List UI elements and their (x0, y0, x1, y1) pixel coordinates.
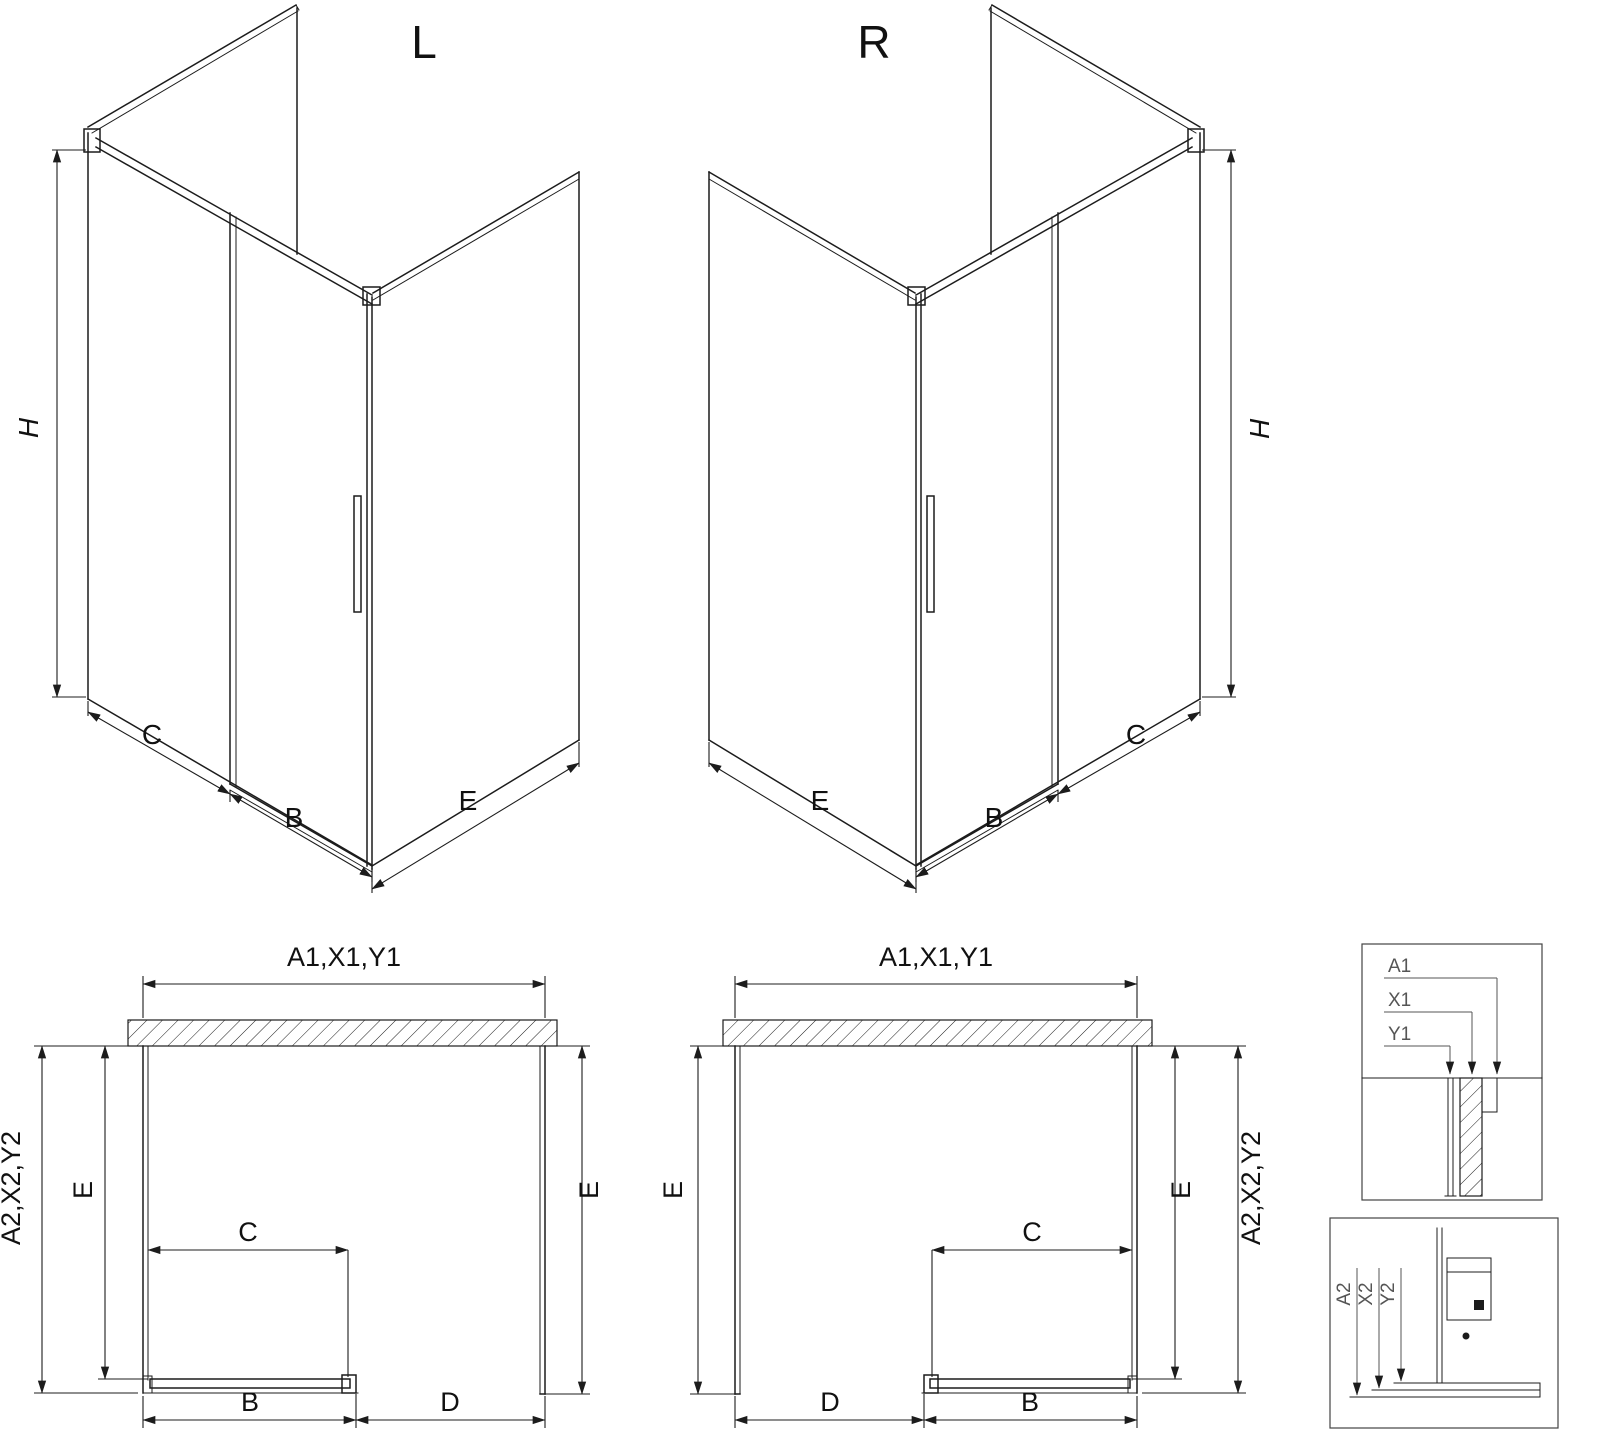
dim-a2-plan-right: A2,X2,Y2 (1142, 1045, 1266, 1394)
wall-hatch (722, 1019, 1153, 1047)
iso-view-right: R (707, 3, 1275, 893)
wall-profile (1127, 1375, 1138, 1394)
dim-label-d-plan-right: D (820, 1387, 840, 1417)
dim-a1-plan-right: A1,X1,Y1 (734, 942, 1138, 1018)
sliding-door-left (228, 212, 374, 873)
detail-top-section (1361, 1077, 1543, 1197)
wall-profile (142, 1375, 153, 1394)
top-rail-right (907, 128, 1205, 306)
detail-label-y1: Y1 (1388, 1024, 1411, 1045)
detail-label-x1: X1 (1388, 990, 1411, 1011)
door-handle (353, 495, 362, 613)
dim-label-e-right: E (811, 785, 830, 816)
dim-e-left-plan-right: E (658, 1045, 735, 1395)
dim-e-right-plan-left: E (545, 1045, 604, 1395)
detail-top-leaders (1384, 977, 1502, 1075)
dim-label-a2-plan-left: A2,X2,Y2 (0, 1131, 26, 1245)
plan-right-door (921, 1374, 1138, 1394)
variant-label-right: R (857, 16, 890, 68)
dim-b-d-plan-right: D B (734, 1387, 1138, 1428)
detail-view-bottom: A2 X2 Y2 (1329, 1217, 1559, 1429)
dim-label-e-left-plan-right: E (658, 1181, 688, 1199)
detail-frame (1361, 943, 1543, 1201)
dim-label-a1-plan-right: A1,X1,Y1 (879, 942, 993, 972)
dim-h-iso-right: H (1202, 149, 1275, 698)
side-panel-right-view (707, 170, 918, 868)
dim-e-iso-right: E (708, 742, 917, 893)
plan-left-door (142, 1374, 359, 1394)
detail-frame (1329, 1217, 1559, 1429)
dim-label-e-left-plan-left: E (68, 1181, 98, 1199)
dim-e-iso-left: E (371, 742, 580, 893)
dim-label-e-right-plan-right: E (1166, 1181, 1196, 1199)
dim-label-e-right-plan-left: E (574, 1181, 604, 1199)
plan-view-right: A1,X1,Y1 A2,X2,Y2 E E C (658, 942, 1266, 1428)
dim-e-right-plan-right: E (1132, 1045, 1196, 1380)
dim-a2-plan-left: A2,X2,Y2 (0, 1045, 138, 1394)
pivot-dot (1462, 1332, 1470, 1340)
wall-hatch (127, 1019, 558, 1047)
detail-view-top: A1 X1 Y1 (1361, 943, 1543, 1201)
dim-e-left-plan-left: E (68, 1045, 148, 1380)
dim-label-a2-plan-right: A2,X2,Y2 (1236, 1131, 1266, 1245)
variant-label-left: L (411, 16, 437, 68)
dim-b-d-plan-left: B D (142, 1387, 546, 1428)
plan-right-walls (734, 1045, 1138, 1395)
side-panel-left-view (370, 170, 581, 868)
door-handle-plan (923, 1374, 939, 1394)
dim-label-b-plan-left: B (241, 1387, 259, 1417)
dim-c-b-iso-right: C B (915, 701, 1201, 882)
back-panel-right (988, 3, 1202, 255)
plan-left-walls (142, 1045, 546, 1395)
detail-bottom-leaders (1352, 1268, 1406, 1396)
dim-a1-plan-left: A1,X1,Y1 (142, 942, 546, 1018)
detail-label-y2: Y2 (1378, 1282, 1399, 1305)
detail-label-x2: X2 (1356, 1282, 1377, 1305)
dim-label-c-plan-right: C (1022, 1217, 1042, 1247)
dim-c-plan-right: C (931, 1217, 1133, 1377)
dim-label-b-right: B (985, 802, 1004, 833)
corner-post-left (366, 293, 373, 870)
dim-label-c-right: C (1126, 719, 1146, 750)
corner-post-right (915, 293, 922, 870)
dim-c-plan-left: C (147, 1217, 349, 1377)
detail-label-a2: A2 (1334, 1282, 1355, 1305)
roller-profile (1446, 1257, 1492, 1321)
top-rail-left (83, 128, 381, 306)
dim-label-b-left: B (285, 802, 304, 833)
detail-label-a1: A1 (1388, 956, 1411, 977)
dim-c-b-iso-left: C B (87, 701, 373, 882)
door-handle-plan (341, 1374, 357, 1394)
plan-view-left: A1,X1,Y1 A2,X2,Y2 E E C (0, 942, 604, 1428)
profile-block (1474, 1300, 1484, 1310)
dim-label-c-plan-left: C (238, 1217, 258, 1247)
iso-view-left: L (13, 3, 581, 893)
dim-h-iso-left: H (13, 149, 86, 698)
dim-label-d-plan-left: D (440, 1387, 460, 1417)
dim-label-h-left: H (13, 417, 44, 438)
door-handle (926, 495, 935, 613)
dim-label-b-plan-right: B (1021, 1387, 1039, 1417)
back-panel-left (86, 3, 300, 255)
dim-label-a1-plan-left: A1,X1,Y1 (287, 942, 401, 972)
dim-label-e-left: E (459, 785, 478, 816)
dim-label-h-right: H (1244, 418, 1275, 439)
dim-label-c-left: C (142, 719, 162, 750)
sliding-door-right (914, 212, 1060, 873)
wall-section-hatch (1459, 1077, 1483, 1197)
detail-bottom-section (1349, 1227, 1541, 1398)
